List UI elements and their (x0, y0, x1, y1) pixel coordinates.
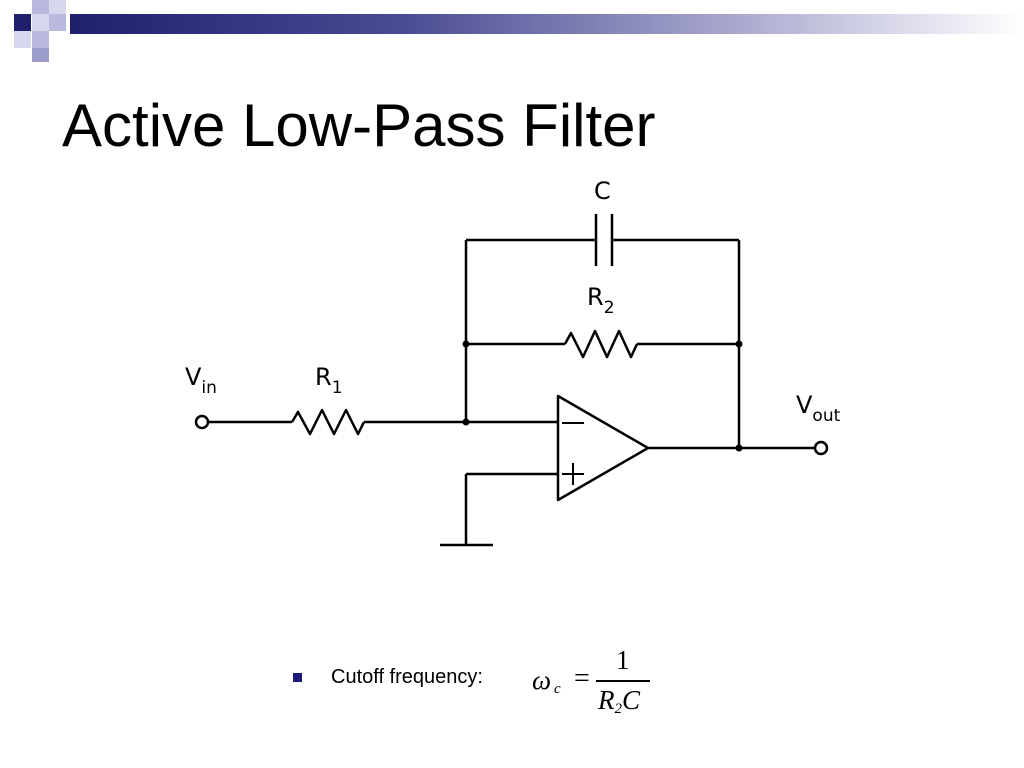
slide-title: Active Low-Pass Filter (62, 92, 656, 159)
cutoff-formula: ω c = 1 R2C (532, 645, 652, 720)
label-vout: Vout (796, 391, 841, 426)
bullet-square (293, 673, 302, 682)
corner-square-3 (49, 0, 66, 14)
formula-omega-subscript: c (554, 681, 561, 697)
vout-terminal (813, 440, 829, 456)
resistor-r1 (290, 408, 366, 436)
formula-equals: = (574, 663, 590, 694)
top-gradient-bar (70, 14, 1024, 34)
formula-numerator: 1 (616, 645, 630, 675)
junction-node-r2-right (735, 340, 743, 348)
corner-square-1 (14, 14, 31, 31)
corner-square-8 (32, 48, 49, 62)
resistor-r2 (563, 329, 639, 359)
op-amp (556, 394, 650, 502)
vin-terminal (194, 414, 210, 430)
label-capacitor: C (594, 177, 611, 205)
label-r1: R1 (315, 363, 343, 398)
corner-square-2 (32, 0, 49, 14)
label-vin: Vin (185, 363, 217, 398)
junction-node-output (735, 444, 743, 452)
formula-fraction-bar (596, 680, 650, 682)
formula-denominator: R2C (598, 685, 641, 717)
corner-square-5 (49, 14, 66, 31)
corner-square-7 (32, 31, 49, 48)
corner-square-4 (32, 14, 49, 31)
corner-square-6 (14, 31, 31, 48)
label-r2: R2 (587, 283, 615, 318)
cutoff-frequency-label: Cutoff frequency: (331, 666, 483, 688)
junction-node-r2-left (462, 340, 470, 348)
junction-node-input (462, 418, 470, 426)
formula-omega: ω (532, 665, 552, 695)
